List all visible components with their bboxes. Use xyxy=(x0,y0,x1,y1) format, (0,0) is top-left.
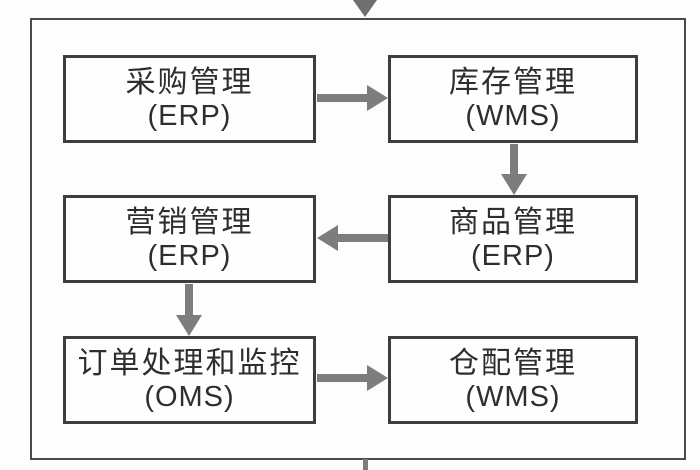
arrow-order-to-warehouse-icon xyxy=(317,365,388,391)
node-system-label: (OMS) xyxy=(144,380,235,413)
node-title: 采购管理 xyxy=(125,65,254,99)
node-title: 仓配管理 xyxy=(449,346,577,380)
arrowhead-down-icon xyxy=(176,315,202,336)
arrow-shaft xyxy=(185,284,193,315)
entry-arrow-down-icon xyxy=(353,0,377,17)
arrowhead-right-icon xyxy=(367,365,388,391)
node-title: 库存管理 xyxy=(449,65,577,99)
arrow-shaft xyxy=(317,94,367,102)
arrow-shaft xyxy=(338,234,388,242)
arrow-inventory-to-product-icon xyxy=(501,144,527,195)
node-title: 商品管理 xyxy=(449,205,577,239)
node-title: 订单处理和监控 xyxy=(77,346,302,380)
arrow-procurement-to-inventory-icon xyxy=(317,85,388,111)
arrow-marketing-to-order-icon xyxy=(176,284,202,336)
arrow-shaft xyxy=(510,144,518,174)
arrowhead-left-icon xyxy=(317,225,338,251)
node-system-label: (ERP) xyxy=(471,239,555,272)
node-system-label: (WMS) xyxy=(465,99,561,132)
node-product-erp: 商品管理 (ERP) xyxy=(388,195,638,283)
node-system-label: (ERP) xyxy=(147,239,232,272)
node-system-label: (WMS) xyxy=(465,380,561,413)
node-procurement-erp: 采购管理 (ERP) xyxy=(63,55,316,143)
arrow-product-to-marketing-icon xyxy=(317,225,388,251)
node-warehouse-distribution-wms: 仓配管理 (WMS) xyxy=(388,336,638,424)
exit-connector-line xyxy=(363,459,368,470)
node-system-label: (ERP) xyxy=(147,99,232,132)
arrowhead-right-icon xyxy=(367,85,388,111)
node-marketing-erp: 营销管理 (ERP) xyxy=(63,195,316,283)
node-order-processing-oms: 订单处理和监控 (OMS) xyxy=(63,336,316,424)
arrow-shaft xyxy=(317,374,367,382)
node-inventory-wms: 库存管理 (WMS) xyxy=(388,55,638,143)
arrowhead-down-icon xyxy=(501,174,527,195)
node-title: 营销管理 xyxy=(125,205,254,239)
